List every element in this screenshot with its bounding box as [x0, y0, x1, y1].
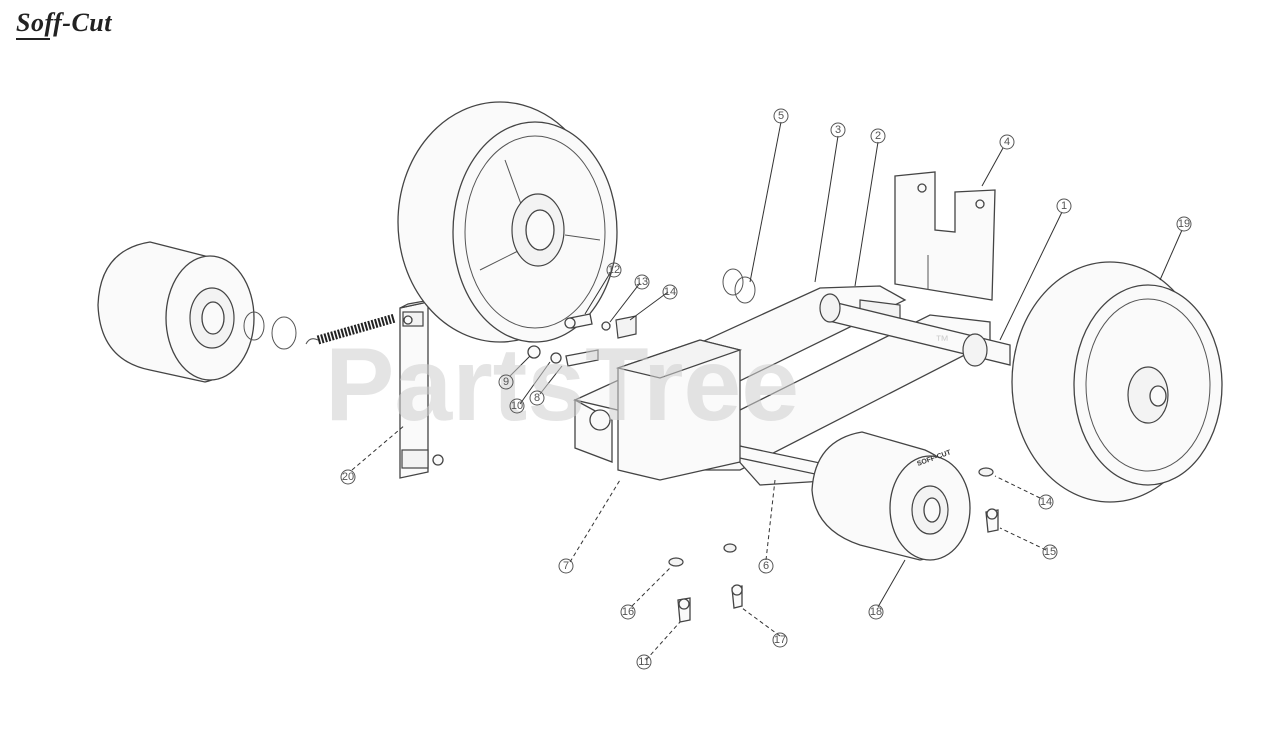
svg-text:3: 3 — [835, 124, 841, 136]
leader-lines — [351, 121, 1183, 661]
svg-text:13: 13 — [636, 276, 648, 288]
svg-text:8: 8 — [534, 392, 540, 404]
svg-text:7: 7 — [563, 560, 569, 572]
callout-1[interactable]: 1 — [1056, 198, 1072, 214]
callout-5[interactable]: 5 — [773, 108, 789, 124]
svg-text:19: 19 — [1178, 218, 1190, 230]
svg-text:5: 5 — [778, 110, 784, 122]
callout-3[interactable]: 3 — [830, 122, 846, 138]
svg-text:16: 16 — [622, 606, 634, 618]
mounting-block — [615, 339, 743, 481]
watermark: PartsTree ™ — [325, 327, 949, 443]
callout-20[interactable]: 20 — [340, 469, 356, 485]
callout-9[interactable]: 9 — [498, 374, 514, 390]
hardware-bolts — [527, 313, 637, 367]
watermark-tm: ™ — [935, 332, 949, 348]
callout-12[interactable]: 12 — [606, 262, 622, 278]
callout-14-upper[interactable]: 14 — [662, 284, 678, 300]
callout-17[interactable]: 17 — [772, 632, 788, 648]
callout-8[interactable]: 8 — [529, 390, 545, 406]
callout-16[interactable]: 16 — [620, 604, 636, 620]
hardware-bottom — [668, 467, 999, 623]
watermark-text: PartsTree — [325, 327, 799, 443]
callout-4[interactable]: 4 — [999, 134, 1015, 150]
svg-text:6: 6 — [763, 560, 769, 572]
callout-15[interactable]: 15 — [1042, 544, 1058, 560]
brand-logo-underline — [16, 38, 50, 40]
large-wheel-left — [397, 101, 618, 343]
u-bracket — [894, 171, 996, 301]
brand-logo-text: Soff-Cut — [16, 8, 112, 37]
callout-11[interactable]: 11 — [636, 654, 652, 670]
svg-text:15: 15 — [1044, 546, 1056, 558]
callout-14-lower[interactable]: 14 — [1038, 494, 1054, 510]
callout-7[interactable]: 7 — [558, 558, 574, 574]
svg-text:18: 18 — [870, 606, 882, 618]
arm-bracket — [399, 299, 444, 479]
callout-19[interactable]: 19 — [1176, 216, 1192, 232]
callouts: 5 3 2 4 1 19 12 13 14 9 10 8 20 7 6 14 1… — [340, 108, 1192, 670]
svg-text:14: 14 — [1040, 496, 1052, 508]
callout-10[interactable]: 10 — [509, 398, 525, 414]
tension-spring — [305, 313, 397, 345]
callout-2[interactable]: 2 — [870, 128, 886, 144]
svg-text:1: 1 — [1061, 200, 1067, 212]
svg-text:14: 14 — [664, 286, 676, 298]
left-roller — [97, 241, 255, 383]
svg-text:17: 17 — [774, 634, 786, 646]
brand-logo: Soff-Cut — [16, 8, 112, 40]
retaining-rings-left — [243, 311, 297, 350]
retaining-rings-center — [722, 268, 756, 304]
callout-18[interactable]: 18 — [868, 604, 884, 620]
center-roller: SOFF-CUT — [811, 431, 971, 561]
svg-text:10: 10 — [511, 400, 523, 412]
svg-text:2: 2 — [875, 130, 881, 142]
large-wheel-right — [1011, 261, 1223, 503]
svg-text:4: 4 — [1004, 136, 1010, 148]
callout-6[interactable]: 6 — [758, 558, 774, 574]
svg-text:9: 9 — [503, 376, 509, 388]
callout-13[interactable]: 13 — [634, 274, 650, 290]
svg-text:11: 11 — [638, 656, 649, 668]
svg-text:12: 12 — [608, 264, 620, 276]
svg-text:20: 20 — [342, 471, 354, 483]
